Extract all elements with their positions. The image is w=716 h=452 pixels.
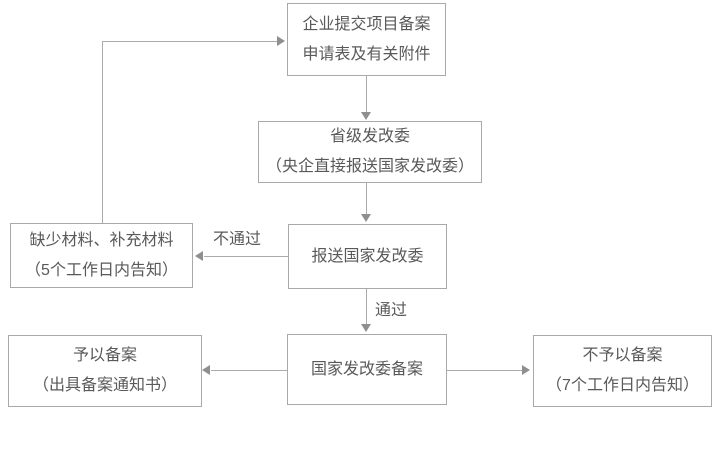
edge-label-fail: 不通过 (213, 231, 262, 248)
arrowhead-right-icon (522, 365, 530, 375)
node-text-line: 国家发改委备案 (310, 360, 423, 378)
arrowhead-left-icon (202, 365, 210, 375)
arrowhead-down-icon (361, 214, 371, 222)
node-missing-materials: 缺少材料、补充材料 （5个工作日内告知） (10, 223, 193, 288)
arrowhead-down-icon (361, 324, 371, 332)
edge-report-to-missing (204, 256, 288, 257)
edge-report-to-ndrc (366, 289, 367, 325)
node-provincial-drc: 省级发改委 （央企直接报送国家发改委） (258, 121, 482, 183)
edge-missing-to-submit-vertical (102, 41, 103, 223)
node-text-line: 予以备案 (72, 347, 137, 364)
node-text-line: 省级发改委 (329, 128, 410, 145)
edge-missing-to-submit-horizontal (102, 41, 277, 42)
node-text-line: （出具备案通知书） (32, 377, 177, 394)
arrowhead-left-icon (195, 251, 203, 261)
node-filing-approved: 予以备案 （出具备案通知书） (8, 335, 202, 407)
edge-label-pass: 通过 (375, 302, 408, 319)
node-report-national-drc: 报送国家发改委 (288, 224, 447, 289)
edge-ndrc-to-rejected (447, 370, 522, 371)
node-text-line: 报送国家发改委 (311, 247, 424, 265)
node-text-line: 申请表及有关附件 (302, 45, 431, 63)
node-text-line: 缺少材料、补充材料 (29, 231, 174, 249)
arrowhead-right-icon (277, 36, 285, 46)
edge-submit-to-provincial (366, 76, 367, 113)
edge-provincial-to-report (366, 183, 367, 215)
edge-ndrc-to-approved (211, 370, 287, 371)
node-text-line: （5个工作日内告知） (25, 261, 178, 279)
node-filing-rejected: 不予以备案 （7个工作日内告知） (533, 335, 712, 407)
node-text-line: 不予以备案 (582, 347, 663, 364)
node-text-line: （央企直接报送国家发改委） (265, 158, 474, 175)
arrowhead-down-icon (361, 112, 371, 120)
node-text-line: 企业提交项目备案 (302, 15, 431, 33)
node-national-drc-filing: 国家发改委备案 (287, 334, 447, 405)
node-enterprise-submit: 企业提交项目备案 申请表及有关附件 (287, 3, 446, 76)
node-text-line: （7个工作日内告知） (546, 377, 699, 394)
